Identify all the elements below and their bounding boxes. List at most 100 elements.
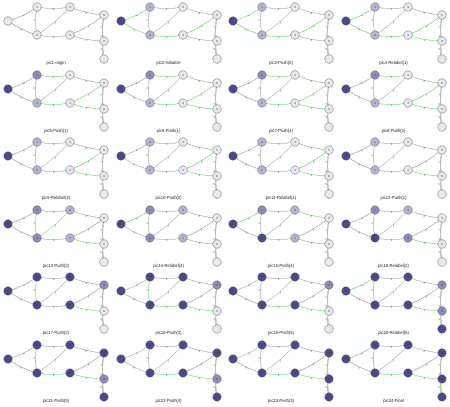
panel-caption: pic17-Push(2) [42, 330, 70, 335]
edge-capacity-label: 9 [100, 318, 102, 321]
node-label: 6 [216, 309, 218, 313]
node-label: 4 [69, 303, 71, 307]
edge-capacity-label: 9 [100, 183, 102, 186]
graph-node [99, 10, 109, 20]
edge-capacity-label: 6 [278, 36, 280, 39]
graph-node [437, 171, 446, 181]
graph-node [437, 104, 446, 113]
node-label: 2 [374, 168, 376, 172]
node-label: 5 [328, 148, 330, 152]
edge-capacity-label: 4 [311, 309, 313, 312]
edge-capacity-label: 8 [423, 349, 425, 352]
edge-capacity-label: 9 [165, 76, 167, 79]
node-label: 1 [149, 73, 151, 77]
node-label: 2 [261, 236, 263, 240]
graph-node [370, 272, 379, 282]
graph-node [403, 165, 412, 175]
graph-node [99, 374, 109, 383]
panel-caption: pic18-Push(3) [155, 330, 182, 335]
graph-node [99, 324, 109, 334]
edge-capacity-label: 6 [165, 104, 167, 107]
node-label: 3 [294, 275, 296, 279]
node-label: 4 [294, 101, 296, 105]
node-label: 1 [261, 73, 263, 77]
node-label: 1 [36, 343, 38, 347]
graph-node [403, 2, 412, 12]
node-label: 6 [103, 174, 105, 178]
graph-node [32, 368, 42, 377]
edge-capacity-label: 7 [213, 26, 215, 29]
edge-capacity-label: 5 [88, 296, 90, 299]
graph-node [324, 280, 334, 290]
node-label: 6 [441, 107, 443, 111]
graph-node [32, 233, 42, 242]
edge-capacity-label: 4 [198, 106, 200, 109]
node-label: 6 [216, 377, 218, 381]
node-label: 3 [407, 73, 409, 77]
edge-capacity-label: 7 [438, 364, 440, 367]
edge-capacity-label: 2 [392, 156, 394, 159]
graph-node [403, 368, 412, 377]
edge-capacity-label: 3 [146, 154, 148, 157]
graph-node [99, 122, 109, 131]
edge-capacity-label: 8 [86, 282, 88, 285]
graph-node [437, 122, 446, 131]
graph-edge [120, 223, 150, 238]
graph-node [324, 189, 334, 199]
edge-capacity-label: 4 [136, 217, 138, 220]
graph-node [324, 36, 334, 46]
node-label: 1 [261, 140, 263, 144]
edge-capacity-label: 4 [198, 376, 200, 379]
graph-node [65, 137, 75, 147]
node-label: 5 [328, 216, 330, 220]
graph-node [228, 354, 238, 363]
edge-capacity-label: 4 [423, 309, 425, 312]
graph-node [324, 257, 334, 266]
graph-node [32, 272, 42, 282]
node-label: 1 [149, 140, 151, 144]
edge-capacity-label: 3 [213, 103, 215, 106]
graph-edge [374, 209, 408, 238]
node-label: 1 [261, 343, 263, 347]
graph-node [116, 219, 125, 228]
graph-node [257, 368, 267, 377]
node-label: 6 [328, 242, 330, 246]
node-label: 4 [182, 371, 184, 375]
edge-capacity-label: 9 [53, 211, 55, 214]
node-label: 1 [149, 343, 151, 347]
edge-capacity-label: 7 [100, 364, 102, 367]
graph-node [290, 340, 300, 349]
edge-capacity-label: 8 [133, 96, 135, 99]
edge-capacity-label: 7 [213, 161, 215, 164]
edge-capacity-label: 5 [313, 363, 315, 366]
edge-capacity-label: 4 [136, 82, 138, 85]
edge-capacity-label: 4 [361, 15, 363, 18]
node-label: 1 [261, 208, 263, 212]
edge-capacity-label: 9 [53, 8, 55, 11]
graph-node [257, 340, 267, 349]
graph-edge [345, 223, 375, 238]
edge-capacity-label: 4 [248, 285, 250, 288]
edge-capacity-label: 6 [278, 374, 280, 377]
graph-node [99, 36, 109, 46]
graph-edge [36, 6, 71, 36]
graph-node [257, 137, 267, 147]
node-label: 5 [216, 13, 218, 17]
edge-capacity-label: 9 [278, 76, 280, 79]
edge-capacity-label: 9 [325, 251, 327, 254]
edge-capacity-label: 7 [325, 296, 327, 299]
node-label: 2 [374, 101, 376, 105]
node-label: 2 [149, 303, 151, 307]
edge-capacity-label: 9 [438, 48, 440, 51]
edge-capacity-label: 9 [53, 278, 55, 281]
graph-edge [345, 88, 375, 103]
graph-node [257, 2, 267, 12]
edge-capacity-label: 2 [280, 359, 282, 362]
graph-node [290, 98, 300, 107]
edge-capacity-label: 9 [165, 278, 167, 281]
